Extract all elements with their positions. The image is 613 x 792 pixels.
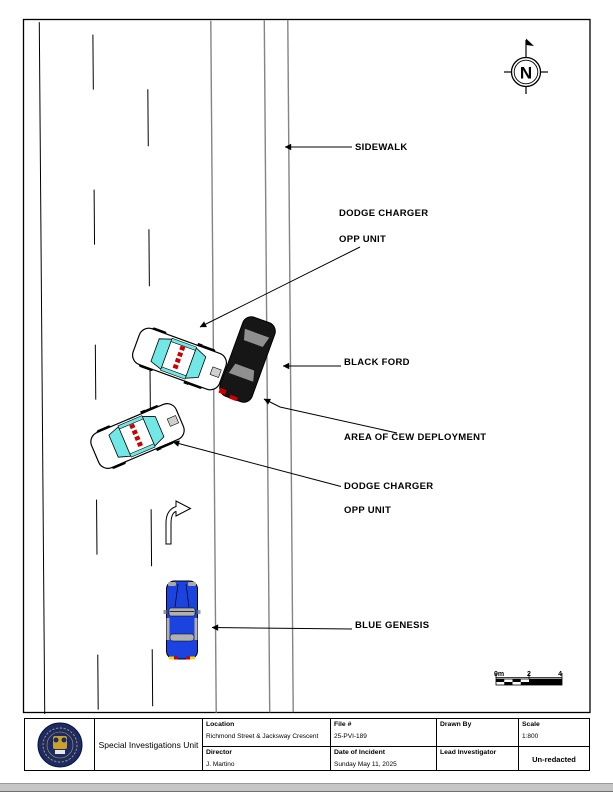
location-value: Richmond Street & Jacksway Crescent	[206, 733, 319, 740]
date-of-incident-value: Sunday May 11, 2025	[334, 761, 397, 768]
lane-dashed-line-2	[146, 21, 154, 714]
label-opp-unit-top-line2: OPP UNIT	[339, 234, 387, 245]
leader-opp-unit-bottom	[172, 440, 342, 487]
label-opp-unit-bottom-line2: OPP UNIT	[344, 505, 392, 516]
scale-value: 1:800	[522, 733, 539, 740]
siu-seal-logo	[37, 722, 82, 767]
vehicle-opp-dodge-charger-1	[129, 323, 230, 395]
vehicle-opp-dodge-charger-2	[87, 398, 188, 474]
title-block-logo-cell	[25, 719, 94, 770]
drawn-by-column: Drawn By Lead Investigator	[436, 719, 518, 770]
scale-bar: 0m 2 4	[494, 671, 563, 686]
label-black-ford: BLACK FORD	[344, 357, 410, 368]
scale-column: Scale 1:800 Un-redacted	[518, 719, 589, 770]
scale-end-label: 4	[558, 671, 562, 678]
north-needle-flag	[526, 38, 534, 46]
label-opp-unit-bottom-line1: DODGE CHARGER	[344, 481, 434, 492]
location-label: Location	[206, 721, 235, 728]
file-number-label: File #	[334, 721, 352, 728]
scale-zero-label: 0m	[494, 671, 504, 678]
leader-cew	[263, 398, 398, 434]
vehicle-blue-genesis	[163, 580, 201, 660]
organization-name: Special Investigations Unit	[94, 719, 202, 770]
drawn-by-label: Drawn By	[440, 721, 472, 728]
director-label: Director	[206, 749, 233, 756]
label-sidewalk: SIDEWALK	[355, 142, 408, 153]
compass-n-label: N	[520, 64, 532, 83]
window-bottom-bar	[0, 783, 613, 792]
scale-label: Scale	[522, 721, 540, 728]
lead-investigator-label: Lead Investigator	[440, 749, 497, 756]
leader-lines	[172, 143, 398, 631]
label-opp-unit-top-line1: DODGE CHARGER	[339, 208, 429, 219]
location-column: Location Richmond Street & Jacksway Cres…	[202, 719, 330, 770]
north-compass: N	[504, 38, 548, 94]
date-of-incident-label: Date of Incident	[334, 749, 385, 756]
turn-arrow-road-marking	[165, 500, 192, 545]
file-column: File # 25-PVI-189 Date of Incident Sunda…	[330, 719, 436, 770]
sidewalk-line-inner	[263, 20, 271, 713]
director-value: J. Martino	[206, 761, 235, 768]
road-edge-line	[38, 22, 46, 715]
label-cew-deployment: AREA OF CEW DEPLOYMENT	[344, 432, 487, 443]
drawing-frame	[22, 18, 591, 714]
leader-opp-unit-top	[199, 246, 361, 328]
lane-dashed-line-1	[92, 21, 99, 714]
label-blue-genesis: BLUE GENESIS	[355, 620, 430, 631]
leader-blue-genesis	[211, 624, 353, 631]
file-number-value: 25-PVI-189	[334, 733, 367, 740]
redaction-status: Un-redacted	[532, 754, 576, 764]
title-block: Special Investigations Unit Location Ric…	[24, 718, 590, 771]
